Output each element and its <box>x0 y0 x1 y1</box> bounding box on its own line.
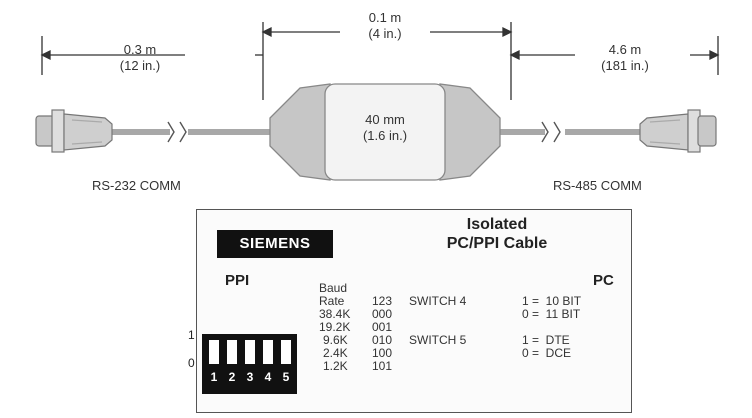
box-height-imperial: (1.6 in.) <box>362 128 408 143</box>
dip-switch-block: 1 2 3 4 5 <box>202 334 297 394</box>
switch4-name: SWITCH 4 <box>409 294 467 308</box>
center-length-metric: 0.1 m <box>368 10 402 25</box>
dip-number-3: 3 <box>246 370 254 384</box>
rs485-connector <box>639 109 717 153</box>
baud-header-1: Baud <box>319 281 348 295</box>
switch5-name: SWITCH 5 <box>409 333 467 347</box>
center-length-imperial: (4 in.) <box>368 26 402 41</box>
right-length-label: 4.6 m (181 in.) <box>580 42 670 74</box>
break-marks <box>167 121 561 143</box>
right-length-imperial: (181 in.) <box>601 58 649 73</box>
ppi-label: PPI <box>225 272 250 289</box>
baud-bits-5: 101 <box>372 359 393 373</box>
dip-number-5: 5 <box>282 370 290 384</box>
panel-title-line2: PC/PPI Cable <box>446 235 548 252</box>
dip-off-label: 0 <box>188 356 195 370</box>
dip-number-1: 1 <box>210 370 218 384</box>
cable-label-panel: SIEMENS Isolated PC/PPI Cable PPI PC 1 0… <box>188 209 632 413</box>
right-length-metric: 4.6 m <box>608 42 642 57</box>
dip-switch-1[interactable] <box>209 340 219 364</box>
left-length-metric: 0.3 m <box>123 42 157 57</box>
rs485-label: RS-485 COMM <box>553 178 642 193</box>
switch5-option-0: 0 = DCE <box>522 346 572 360</box>
switch4-option-0: 0 = 11 BIT <box>522 307 581 321</box>
rs232-connector <box>35 109 113 153</box>
pc-label: PC <box>593 272 614 289</box>
box-height-metric: 40 mm <box>365 112 405 127</box>
baud-bits-1: 000 <box>372 307 393 321</box>
baud-bits-3: 010 <box>372 333 393 347</box>
switch5-option-1: 1 = DTE <box>522 333 570 347</box>
dip-number-4: 4 <box>264 370 272 384</box>
dip-switch-4[interactable] <box>263 340 273 364</box>
baud-rate-2: 19.2K <box>319 320 351 334</box>
switch4-option-1: 1 = 10 BIT <box>522 294 582 308</box>
baud-rate-3: 9.6K <box>323 333 348 347</box>
center-length-label: 0.1 m (4 in.) <box>345 10 425 42</box>
panel-title-line1: Isolated <box>466 216 528 233</box>
dip-switch-3[interactable] <box>245 340 255 364</box>
box-height-label: 40 mm (1.6 in.) <box>345 112 425 144</box>
baud-header-2: Rate <box>319 294 345 308</box>
cable-drawing <box>35 22 720 181</box>
isolator-box <box>269 83 501 181</box>
dip-switch-5[interactable] <box>281 340 291 364</box>
baud-rate-4: 2.4K <box>323 346 348 360</box>
left-length-imperial: (12 in.) <box>119 58 161 73</box>
baud-bits-2: 001 <box>372 320 393 334</box>
left-length-label: 0.3 m (12 in.) <box>100 42 180 74</box>
dip-number-2: 2 <box>228 370 236 384</box>
dip-on-label: 1 <box>188 328 195 342</box>
switch-bits-header: 123 <box>372 294 393 308</box>
siemens-logo: SIEMENS <box>217 230 333 258</box>
baud-bits-4: 100 <box>372 346 393 360</box>
rs232-label: RS-232 COMM <box>92 178 181 193</box>
baud-rate-1: 38.4K <box>319 307 351 321</box>
dip-switch-2[interactable] <box>227 340 237 364</box>
baud-rate-5: 1.2K <box>323 359 348 373</box>
